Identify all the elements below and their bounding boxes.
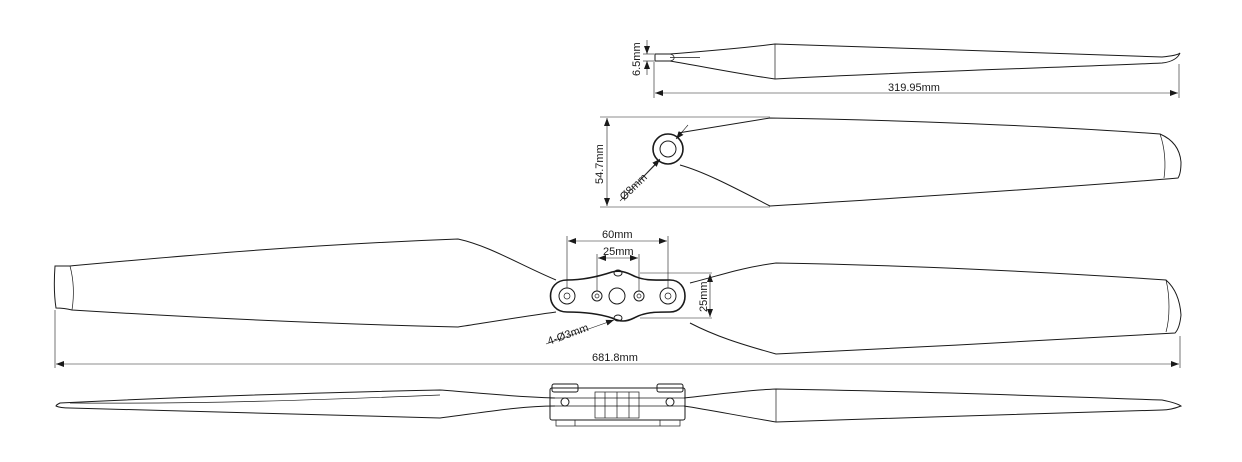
top-tab-hole — [613, 269, 623, 277]
inner-hole-left — [591, 290, 603, 302]
center-bore-label: Ø8mm — [618, 172, 650, 204]
full-propeller-side-view — [55, 383, 1183, 427]
center-bore-hole — [608, 287, 626, 305]
total-length-dimension: 681.8mm — [54, 310, 1181, 368]
hub-height-dimension: 25mm — [640, 272, 713, 319]
half-length-label: 319.95mm — [888, 82, 940, 94]
hub-height-label: 25mm — [698, 281, 710, 312]
inner-span-dimension: 25mm — [596, 246, 640, 291]
half-length-dimension: 319.95mm — [653, 62, 1180, 98]
mount-holes-label: 4-Ø3mm — [546, 322, 590, 348]
hub-plate — [549, 270, 686, 322]
total-length-label: 681.8mm — [592, 352, 638, 364]
half-blade-side-view — [654, 43, 1181, 80]
inner-hole-right — [633, 290, 645, 302]
mount-hole-right — [659, 287, 677, 305]
half-blade-top-view — [652, 117, 1182, 207]
full-propeller-top-view — [53, 238, 1182, 355]
mount-span-label: 60mm — [602, 229, 633, 241]
hub-thickness-dimension: 6.5mm — [631, 40, 654, 76]
chord-width-label: 54.7mm — [594, 144, 606, 184]
bottom-tab-hole — [613, 314, 623, 322]
mount-holes-dimension: 4-Ø3mm — [545, 319, 615, 348]
inner-span-label: 25mm — [603, 246, 634, 258]
hub-thickness-label: 6.5mm — [631, 42, 643, 76]
hub-side-body — [549, 387, 686, 421]
mount-span-dimension: 60mm — [566, 229, 669, 288]
center-bore-outer — [652, 133, 684, 165]
chord-width-dimension: 54.7mm — [594, 116, 770, 208]
center-bore-inner — [659, 140, 677, 158]
mount-hole-left — [558, 287, 576, 305]
